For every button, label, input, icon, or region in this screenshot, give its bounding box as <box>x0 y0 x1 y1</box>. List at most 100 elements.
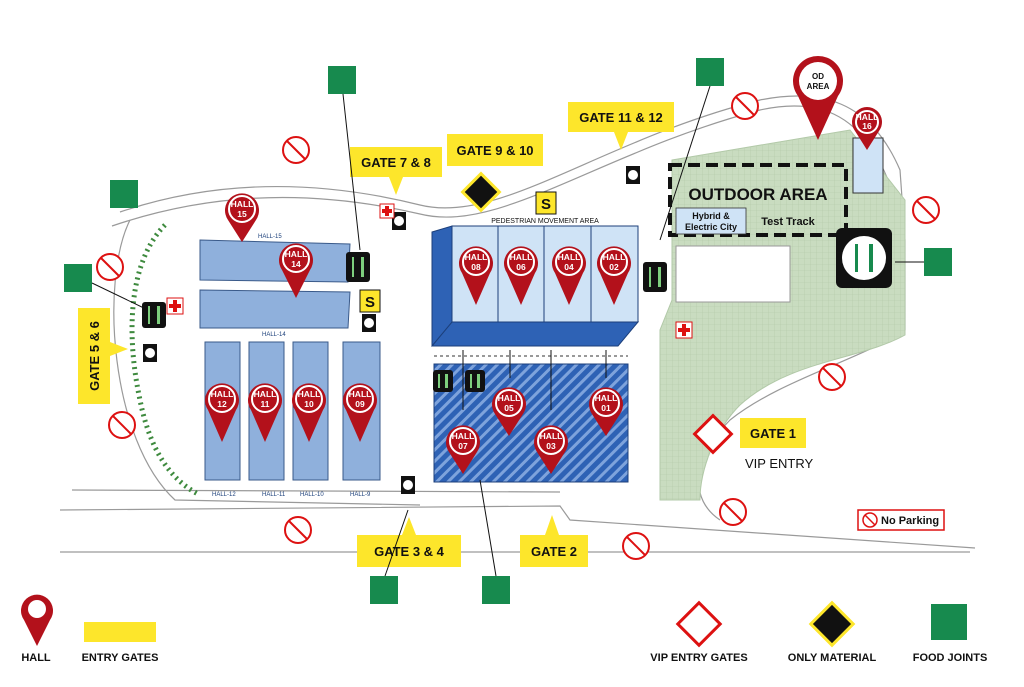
legend: HALL ENTRY GATES VIP ENTRY GATES ONLY MA… <box>21 594 988 664</box>
svg-text:HALL: HALL <box>498 393 521 403</box>
material-gate-marker[interactable] <box>460 171 502 213</box>
hall-pin-02[interactable]: HALL 02 <box>597 246 631 305</box>
hybrid-line2: Electric City <box>685 222 737 232</box>
hall-pin-03[interactable]: HALL 03 <box>534 425 568 474</box>
food-joint-4[interactable] <box>64 264 92 292</box>
svg-text:14: 14 <box>291 259 301 269</box>
fork-knife-icon <box>643 262 667 292</box>
first-aid-icon <box>379 203 395 219</box>
no-parking-key-label: No Parking <box>881 515 939 527</box>
gate-3-4[interactable]: GATE 3 & 4 <box>357 517 461 567</box>
hall12-building-label: HALL-12 <box>212 492 236 498</box>
svg-text:GATE 3 & 4: GATE 3 & 4 <box>374 544 445 559</box>
no-parking-icon <box>912 196 940 224</box>
gate-1[interactable]: GATE 1 <box>740 418 806 448</box>
hall-pin-07[interactable]: HALL 07 <box>446 425 480 474</box>
legend-food-label: FOOD JOINTS <box>913 652 988 664</box>
pavilion-base <box>430 321 640 347</box>
svg-text:GATE 11 & 12: GATE 11 & 12 <box>579 110 663 125</box>
info-icons: S S <box>143 166 693 494</box>
svg-text:HALL: HALL <box>349 389 372 399</box>
leader-lines <box>91 85 924 577</box>
gate-2[interactable]: GATE 2 <box>520 515 588 567</box>
no-parking-icon <box>96 253 124 281</box>
svg-text:08: 08 <box>471 262 481 272</box>
svg-text:AREA: AREA <box>807 82 830 91</box>
hybrid-city-box <box>675 207 747 235</box>
hall-pin-08[interactable]: HALL 08 <box>459 246 493 305</box>
legend-entry-gates-label: ENTRY GATES <box>82 652 159 664</box>
info-icon <box>362 314 376 332</box>
s-sign-icon: S <box>535 191 557 215</box>
hall10-building-label: HALL-10 <box>300 492 324 498</box>
food-joint-7[interactable] <box>482 576 510 604</box>
hall11-building-label: HALL-11 <box>262 492 286 498</box>
svg-text:HALL: HALL <box>540 431 563 441</box>
food-joint-markers <box>64 58 952 604</box>
svg-text:HALL: HALL <box>856 112 879 122</box>
legend-material-diamond-icon <box>808 600 856 648</box>
food-joint-5[interactable] <box>924 248 952 276</box>
hall-pin-06[interactable]: HALL 06 <box>504 246 538 305</box>
fork-knife-icon <box>433 370 453 392</box>
hall-pin-11[interactable]: HALL 11 <box>248 383 282 442</box>
svg-text:HALL: HALL <box>298 389 321 399</box>
hall-pin-05[interactable]: HALL 05 <box>492 387 526 436</box>
svg-text:HALL: HALL <box>558 252 581 262</box>
svg-text:06: 06 <box>516 262 526 272</box>
legend-food-swatch <box>931 604 967 640</box>
no-parking-markers <box>96 92 940 560</box>
hall-pin-01[interactable]: HALL 01 <box>589 387 623 436</box>
hall14-building-label: HALL-14 <box>262 332 286 338</box>
fork-knife-icon <box>836 228 892 288</box>
svg-text:12: 12 <box>217 399 227 409</box>
food-joint-1[interactable] <box>328 66 356 94</box>
no-parking-key: No Parking <box>857 509 945 531</box>
svg-text:S: S <box>365 294 375 311</box>
food-joint-2[interactable] <box>696 58 724 86</box>
gate-9-10[interactable]: GATE 9 & 10 <box>447 134 543 166</box>
svg-text:15: 15 <box>237 209 247 219</box>
svg-text:10: 10 <box>304 399 314 409</box>
svg-text:01: 01 <box>601 403 611 413</box>
outdoor-area-box <box>668 163 848 237</box>
hall-pins: HALL 15 HALL 14 HALL 12 HALL 11 HALL 10 <box>205 56 882 474</box>
hall-pin-04[interactable]: HALL 04 <box>552 246 586 305</box>
outdoor-area-label: OUTDOOR AREA <box>688 185 827 204</box>
hall-pin-09[interactable]: HALL 09 <box>343 383 377 442</box>
svg-text:HALL: HALL <box>465 252 488 262</box>
food-joint-3[interactable] <box>110 180 138 208</box>
no-parking-icon <box>108 411 136 439</box>
svg-text:16: 16 <box>862 121 872 131</box>
legend-vip-diamond-icon <box>675 600 723 648</box>
hall-pin-10[interactable]: HALL 10 <box>292 383 326 442</box>
hall-pin-12[interactable]: HALL 12 <box>205 383 239 442</box>
info-icon <box>392 212 406 230</box>
gate-5-6[interactable]: GATE 5 & 6 <box>78 308 128 404</box>
svg-text:GATE 7 & 8: GATE 7 & 8 <box>361 155 431 170</box>
hall15-building-label: HALL-15 <box>258 234 282 240</box>
svg-text:04: 04 <box>564 262 574 272</box>
svg-text:HALL: HALL <box>254 389 277 399</box>
hall-pin-15[interactable]: HALL 15 <box>225 193 259 242</box>
svg-text:09: 09 <box>355 399 365 409</box>
fork-knife-icon <box>346 252 370 282</box>
no-parking-icon <box>282 136 310 164</box>
svg-text:03: 03 <box>546 441 556 451</box>
no-parking-icon <box>719 498 747 526</box>
svg-text:S: S <box>541 196 551 213</box>
gate-7-8[interactable]: GATE 7 & 8 <box>350 147 442 195</box>
fork-knife-icon <box>142 302 166 328</box>
hall-pin-14[interactable]: HALL 14 <box>279 243 313 298</box>
gate-11-12[interactable]: GATE 11 & 12 <box>568 102 674 150</box>
fork-knife-icon <box>465 370 485 392</box>
food-joint-6[interactable] <box>370 576 398 604</box>
vip-entry-gate-marker[interactable] <box>692 413 734 455</box>
no-parking-icon <box>284 516 312 544</box>
od-area-pin[interactable]: OD AREA <box>793 56 843 140</box>
svg-text:GATE 5 & 6: GATE 5 & 6 <box>87 321 102 391</box>
hall-pin-16[interactable]: HALL 16 <box>852 107 882 150</box>
legend-hall-label: HALL <box>21 652 51 664</box>
legend-material-label: ONLY MATERIAL <box>788 652 877 664</box>
